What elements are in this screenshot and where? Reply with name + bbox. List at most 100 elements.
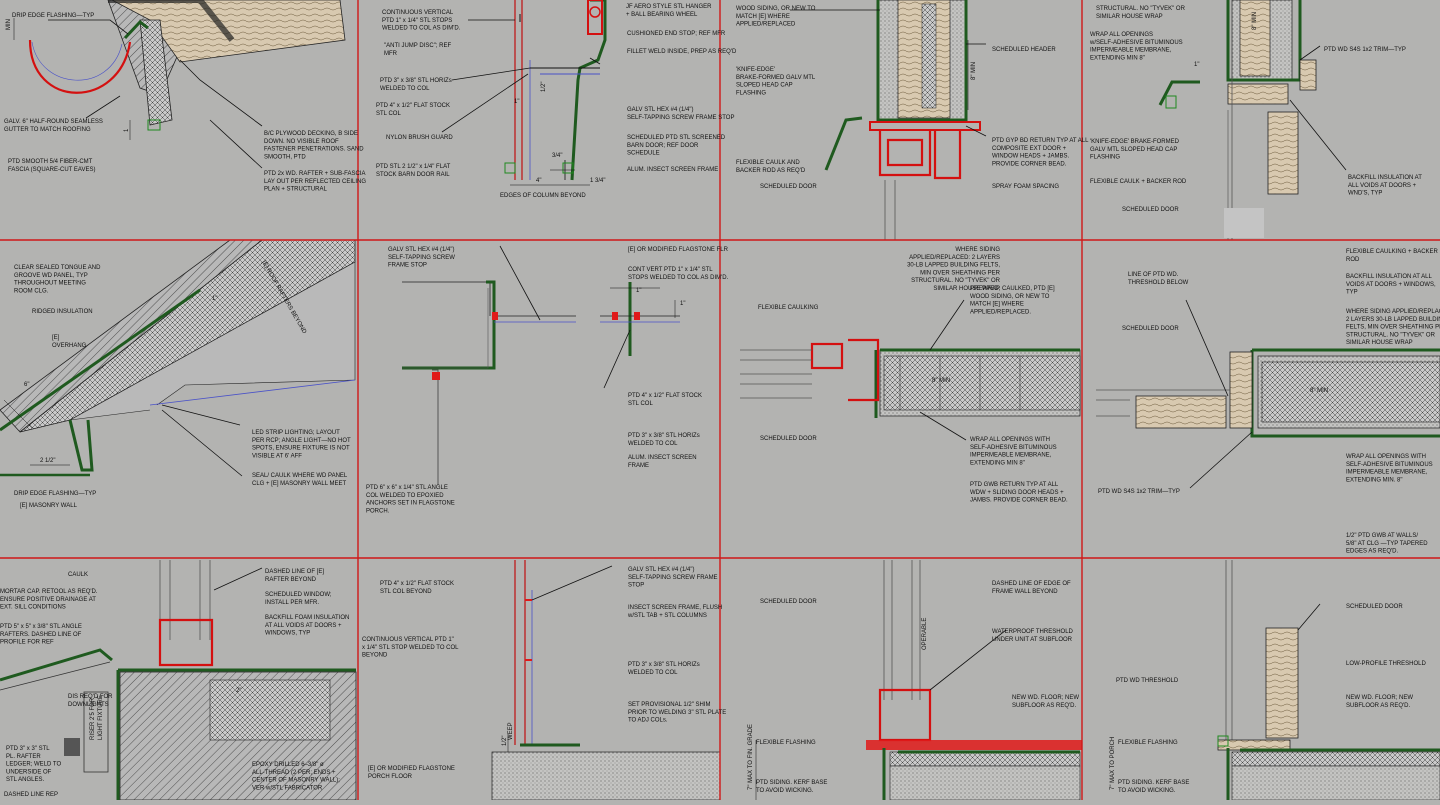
c5-note-line: [E] MASONRY WALL [20, 503, 78, 509]
c3-note-line: BRAKE-FORMED GALV MTL [736, 75, 816, 81]
c11-note-line: PTD SIDING. KERF BASE [756, 780, 827, 786]
c1-note-line: DOWN. NO VISIBLE ROOF [264, 139, 339, 145]
c2-dimension-label: 3/4" [552, 153, 562, 159]
c7-note-line: EXTENDING MIN 8" [970, 460, 1025, 466]
c8-note-line: TYP [1346, 290, 1358, 296]
c8-note-line: LINE OF PTD WD. [1128, 272, 1179, 278]
c4-note-line: IMPERMEABLE MEMBRANE, [1090, 48, 1172, 54]
c10-note-line: CONTINUOUS VERTICAL PTD 1" [362, 637, 454, 643]
c4-note-line: FLEXIBLE CAULK + BACKER ROD [1090, 179, 1187, 185]
c2-dimension-label: 1/2" [541, 82, 547, 92]
c4-note-line: WRAP ALL OPENINGS [1090, 32, 1153, 38]
c1-note-line: SMOOTH, PTD [264, 154, 306, 160]
c2-note-line: + BALL BEARING WHEEL [626, 12, 698, 18]
c4-note-line: 'KNIFE-EDGE' BRAKE-FORMED [1090, 139, 1180, 145]
c9-note-line: VER w/STL FABRICATOR [252, 785, 323, 791]
c9-note-line: STL ANGLES. [6, 777, 44, 783]
c5-dimension-label: 2 1/2" [40, 458, 55, 464]
c8-note-line: SIMILAR HOUSE WRAP [1346, 340, 1413, 346]
c12-note-line: TO AVOID WICKING. [1118, 788, 1176, 794]
c10-note-line: w/STL TAB + STL COLUMNS [627, 613, 707, 619]
c10-note-line: SELF-TAPPING SCREW FRAME [628, 575, 718, 581]
c2-note-line: FILLET WELD INSIDE, PREP AS REQ'D [627, 49, 737, 55]
c8-dimension-label: 8" MIN [1310, 388, 1328, 394]
c5-note-line: ROOM CLG. [14, 288, 49, 294]
c6-note-line: WELDED TO COL [628, 441, 678, 447]
c9-note-rotated: LIGHT FIXTURE [98, 695, 104, 740]
c11-note-line: UNDER UNIT AT SUBFLOOR [992, 637, 1073, 643]
c9-note-line: INSTALL PER MFR. [265, 600, 319, 606]
detail-door-jamb-plan [740, 338, 1081, 418]
c5-note-line: VISIBLE AT 6' AFF [252, 453, 302, 459]
c3-note-line: WOOD SIDING, OR NEW TO [736, 6, 816, 12]
c8-note-line: BACKFILL INSULATION AT ALL [1346, 274, 1432, 280]
c2-dimension-label: 1 3/4" [590, 178, 605, 184]
c2-note-line: EDGES OF COLUMN BEYOND [500, 193, 586, 199]
c12-note-line: SUBFLOOR AS REQ'D. [1346, 703, 1410, 709]
c2-note-line: BARN DOOR; REF DOOR [627, 143, 699, 149]
c10-note-line: WELDED TO COL [628, 670, 678, 676]
c7-note-line: JAMBS. PROVIDE CORNER BEAD. [970, 498, 1068, 504]
c7-note-line: IMPERMEABLE MEMBRANE, [970, 453, 1052, 459]
c9-note-line: RAFTER BEYOND [265, 577, 317, 583]
c10-note-line: GALV STL HEX #4 (1/4") [628, 567, 695, 573]
c2-note-line: GALV STL HEX #4 (1/4") [627, 107, 694, 113]
c3-note-line: SCHEDULED DOOR [760, 184, 817, 190]
c2-note-line: STOCK BARN DOOR RAIL [376, 172, 450, 178]
c3-note-line: APPLIED/REPLACED [736, 22, 796, 28]
c6-note-line: [E] OR MODIFIED FLAGSTONE FLR [628, 247, 729, 253]
c10-dimension-label: 1/2" [502, 736, 508, 746]
c7-note-line: SELF-ADHESIVE BITUMINOUS [970, 445, 1057, 451]
c7-note-line: WOOD SIDING, OR NEW TO [970, 294, 1050, 300]
c2-dimension-label: 4" [536, 178, 541, 184]
c12-note-line: PTD SIDING. KERF BASE [1118, 780, 1189, 786]
c2-note-line: PTD 4" x 1/2" FLAT STOCK [376, 103, 450, 109]
c12-note-line: FLEXIBLE FLASHING [1118, 740, 1178, 746]
c8-note-line: WHERE SIDING APPLIED/REPLACED: [1346, 309, 1440, 315]
c7-note-line: WHERE SIDING [955, 247, 1000, 253]
c6-note-line: COL WELDED TO EPOXIED [366, 493, 444, 499]
c11-note-line: FRAME WALL BEYOND [992, 589, 1058, 595]
c9-note-line: BACKFILL FOAM INSULATION [265, 615, 349, 621]
c10-note-line: x 1/4" STL STOP WELDED TO COL [362, 645, 459, 651]
c9-note-line: MORTAR CAP. RETOOL AS REQ'D. [0, 589, 98, 595]
detail-barn-door-hanger [504, 0, 607, 186]
c10-note-line: SET PROVISIONAL 1/2" SHIM [628, 702, 711, 708]
c5-note-line: [E] [52, 335, 60, 341]
c9-note-line: DIS REQ'D FOR [68, 694, 113, 700]
c7-note-line: APPLIED/REPLACED. [970, 309, 1031, 315]
c4-note-line: WND'S, TYP [1348, 191, 1382, 197]
c2-note-line: SCHEDULE [627, 151, 660, 157]
c8-note-line: EDGES AS REQ'D. [1346, 549, 1398, 555]
c10-note-rotated: WEEP [508, 722, 514, 740]
c10-note-line: BEYOND [362, 653, 388, 659]
c7-note-line: PTD GWB RETURN TYP AT ALL [970, 482, 1059, 488]
c1-note-line: PLAN + STRUCTURAL [264, 187, 328, 193]
c6-note-line: FRAME STOP [388, 263, 427, 269]
c6-dimension-label: 1" [680, 301, 685, 307]
c5-note-line: LED STRIP LIGHTING; LAYOUT [252, 430, 340, 436]
c10-note-line: [E] OR MODIFIED FLAGSTONE [368, 766, 455, 772]
c4-note-line: BACKFILL INSULATION AT [1348, 175, 1422, 181]
detail-steel-column-plan [402, 280, 680, 485]
detail-window-sill-masonry [0, 560, 357, 801]
detail-low-profile-threshold [1217, 560, 1440, 801]
c8-note-line: IMPERMEABLE MEMBRANE, [1346, 470, 1428, 476]
c10-note-line: TO ADJ COLs. [628, 718, 668, 724]
c5-note-line: DRIP EDGE FLASHING—TYP [14, 491, 96, 497]
c3-note-line: MATCH [E] WHERE [736, 14, 790, 20]
c9-note-line: LEDGER; WELD TO [6, 762, 61, 768]
c4-dimension-label: 1" [1194, 62, 1199, 68]
c9-note-line: EPOXY DRILLED 6–3/8" ø [252, 762, 324, 768]
c8-note-line: SELF-ADHESIVE BITUMINOUS [1346, 462, 1433, 468]
c3-note-line: COMPOSITE EXT DOOR + [992, 146, 1067, 152]
c6-dimension-label: 1" [636, 288, 641, 294]
c8-note-line: PTD WD S4S 1x2 TRIM—TYP [1098, 489, 1180, 495]
c11-note-line: WATERPROOF THRESHOLD [992, 629, 1074, 635]
c5-note-line: CLG + [E] MASONRY WALL MEET [252, 481, 347, 487]
c10-note-line: PRIOR TO WELDING 3" STL PLATE [628, 710, 726, 716]
c2-note-line: "ANTI JUMP DISC"; REF [384, 43, 451, 49]
